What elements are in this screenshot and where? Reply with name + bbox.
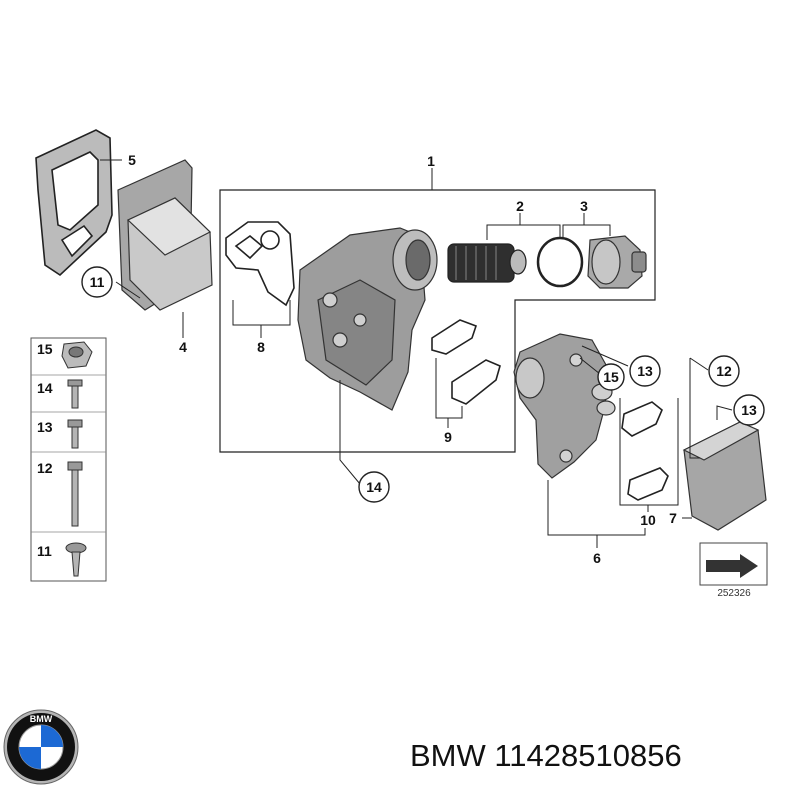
callout-13a: 13	[637, 363, 653, 379]
callout-circles	[81, 266, 765, 503]
bracket-6	[547, 480, 646, 536]
part-1-filter-housing	[297, 227, 438, 411]
callout-3: 3	[580, 198, 588, 214]
leader-13b	[716, 405, 733, 420]
callout-12: 12	[716, 363, 732, 379]
callout-9: 9	[444, 429, 452, 445]
callout-15: 15	[603, 369, 619, 385]
callout-8: 8	[257, 339, 265, 355]
leader-15	[579, 357, 601, 375]
callout-5: 5	[128, 152, 136, 168]
legend-15: 15	[37, 341, 53, 357]
legend-13: 13	[37, 419, 53, 435]
legend-12: 12	[37, 460, 53, 476]
callout-11: 11	[90, 274, 105, 290]
callout-1: 1	[427, 153, 435, 169]
exploded-parts-diagram: 1 2 3 4 5 6 7 8 9 10 11 12 13 13 14 15 1…	[30, 129, 768, 599]
arrow-icon	[706, 554, 758, 578]
part-9-gaskets	[431, 319, 501, 405]
leader-11	[115, 281, 141, 299]
bracket-9	[435, 358, 463, 419]
bolt-12	[67, 461, 83, 527]
bolt-14	[67, 379, 83, 409]
diagram-id: 252326	[717, 588, 751, 599]
bracket-part-1	[219, 189, 656, 453]
callout-7: 7	[669, 510, 677, 526]
o-ring	[536, 236, 584, 288]
part-4-oil-cooler	[117, 159, 213, 311]
leader-12	[689, 358, 700, 459]
bmw-logo: BMW	[3, 709, 79, 785]
legend-14: 14	[37, 380, 53, 396]
part-7-oil-cooler	[682, 421, 767, 531]
callout-2: 2	[516, 198, 524, 214]
part-6-housing	[513, 333, 616, 479]
callout-10: 10	[640, 512, 656, 528]
bolt-13	[67, 419, 83, 449]
bracket-8	[232, 300, 291, 326]
part-10-gaskets	[621, 401, 669, 501]
leader-12b	[689, 357, 709, 371]
leader-13a	[581, 345, 629, 367]
bmw-logo-text: BMW	[30, 714, 53, 724]
nut-15	[61, 341, 93, 369]
bracket-10	[619, 398, 679, 506]
bracket-2	[486, 224, 561, 240]
part-3-filter-cap	[587, 235, 647, 289]
bracket-3	[562, 224, 611, 238]
leader-14	[339, 380, 361, 485]
callout-14: 14	[366, 479, 382, 495]
screws-legend-box	[30, 337, 107, 582]
part-number-caption: BMW 11428510856	[410, 738, 682, 773]
screw-11	[65, 542, 87, 577]
callout-13b: 13	[741, 402, 757, 418]
callout-6: 6	[593, 550, 601, 566]
legend-11: 11	[37, 543, 52, 559]
part-8-gasket	[225, 221, 295, 307]
part-2-filter-element	[447, 243, 527, 283]
part-5-gasket	[35, 129, 113, 277]
callout-4: 4	[179, 339, 187, 355]
